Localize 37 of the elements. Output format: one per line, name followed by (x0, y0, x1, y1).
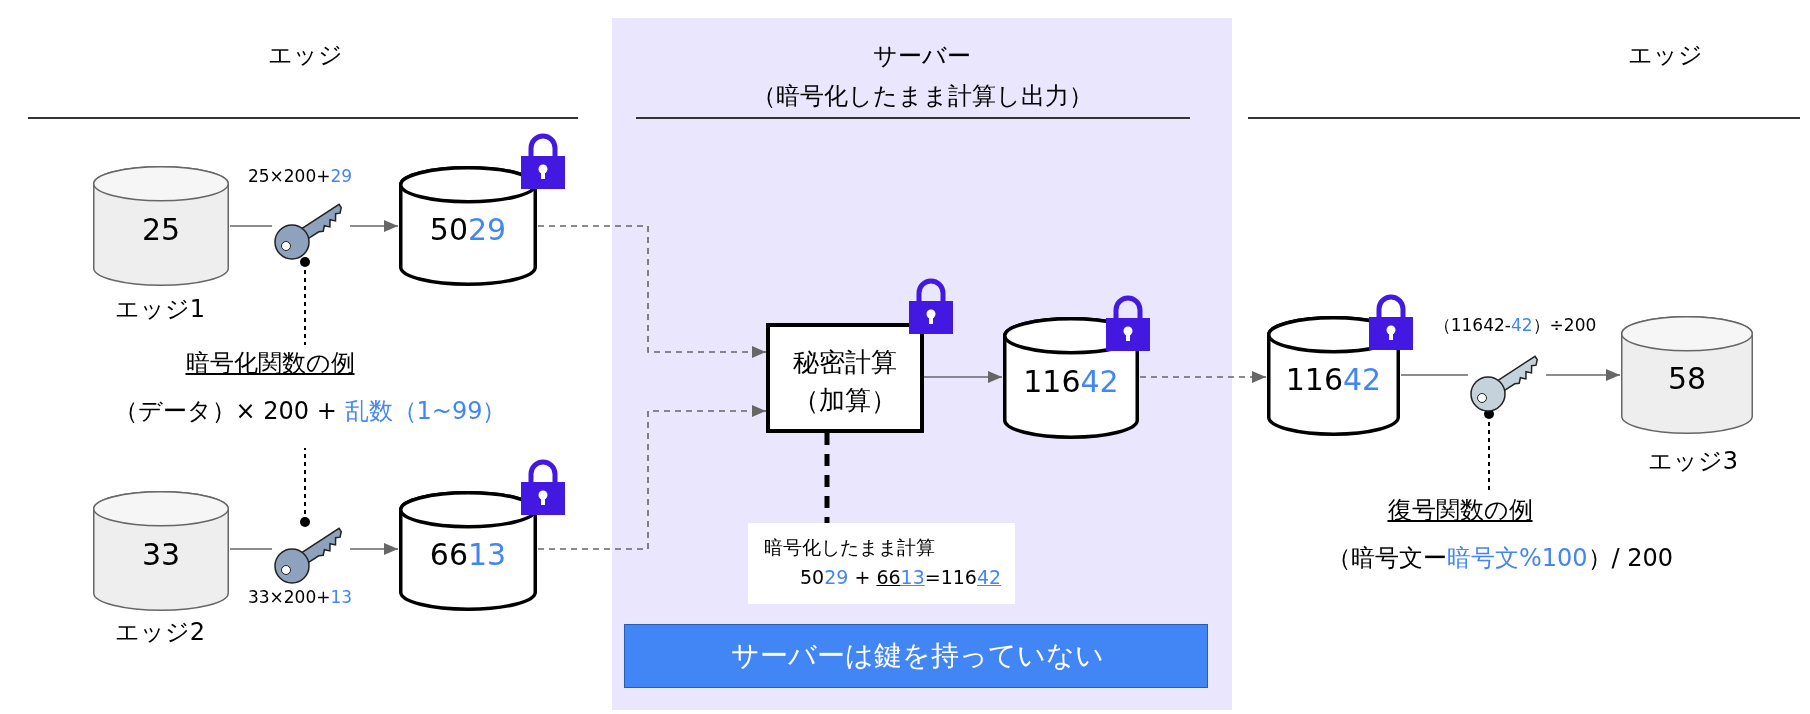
section-heading: エッジ (1626, 40, 1704, 71)
cylinder-value: 11642 (1284, 361, 1383, 399)
arrow (923, 371, 1003, 383)
cylinder-value: 33 (140, 536, 182, 574)
section-heading: エッジ (266, 40, 344, 71)
cylinder-value: 11642 (1022, 363, 1120, 401)
arrow (1545, 369, 1621, 381)
banner-box (624, 624, 1208, 688)
server-panel (612, 18, 1232, 710)
formula-label: 33×200+13 (246, 586, 354, 610)
function-heading: 復号関数の例 (1387, 495, 1533, 526)
arrow (1139, 371, 1267, 383)
banner-text: サーバーは鍵を持っていない (729, 638, 1105, 674)
note-formula: 5029 + 6613=11642 (800, 565, 1002, 590)
leader-line (300, 257, 310, 346)
cylinder-value: 5029 (428, 211, 508, 249)
cylinder-value: 6613 (428, 536, 508, 574)
leader-line (1484, 409, 1494, 493)
formula-label: （11642-42）÷200 (1432, 314, 1598, 338)
arrow (537, 405, 767, 550)
function-formula: （暗号文ー暗号文%100）/ 200 (1326, 543, 1674, 574)
process-box (766, 323, 924, 433)
note-text: 暗号化したまま計算 (764, 535, 935, 560)
node-label: エッジ2 (113, 617, 207, 649)
note-box (748, 523, 1015, 604)
arrow (349, 220, 399, 232)
process-label: 秘密計算（加算） (792, 346, 898, 417)
node-label: エッジ3 (1646, 446, 1740, 478)
arrow (349, 543, 399, 555)
function-formula: （データ）× 200 + 乱数（1~99） (113, 396, 507, 427)
leader-line (300, 447, 310, 527)
panel-heading: サーバー（暗号化したまま計算し出力） (750, 41, 1094, 112)
cylinder-value: 58 (1666, 360, 1708, 398)
formula-label: 25×200+29 (246, 165, 354, 189)
cylinder-value: 25 (140, 211, 182, 249)
arrow (537, 225, 767, 358)
node-label: エッジ1 (113, 294, 207, 326)
